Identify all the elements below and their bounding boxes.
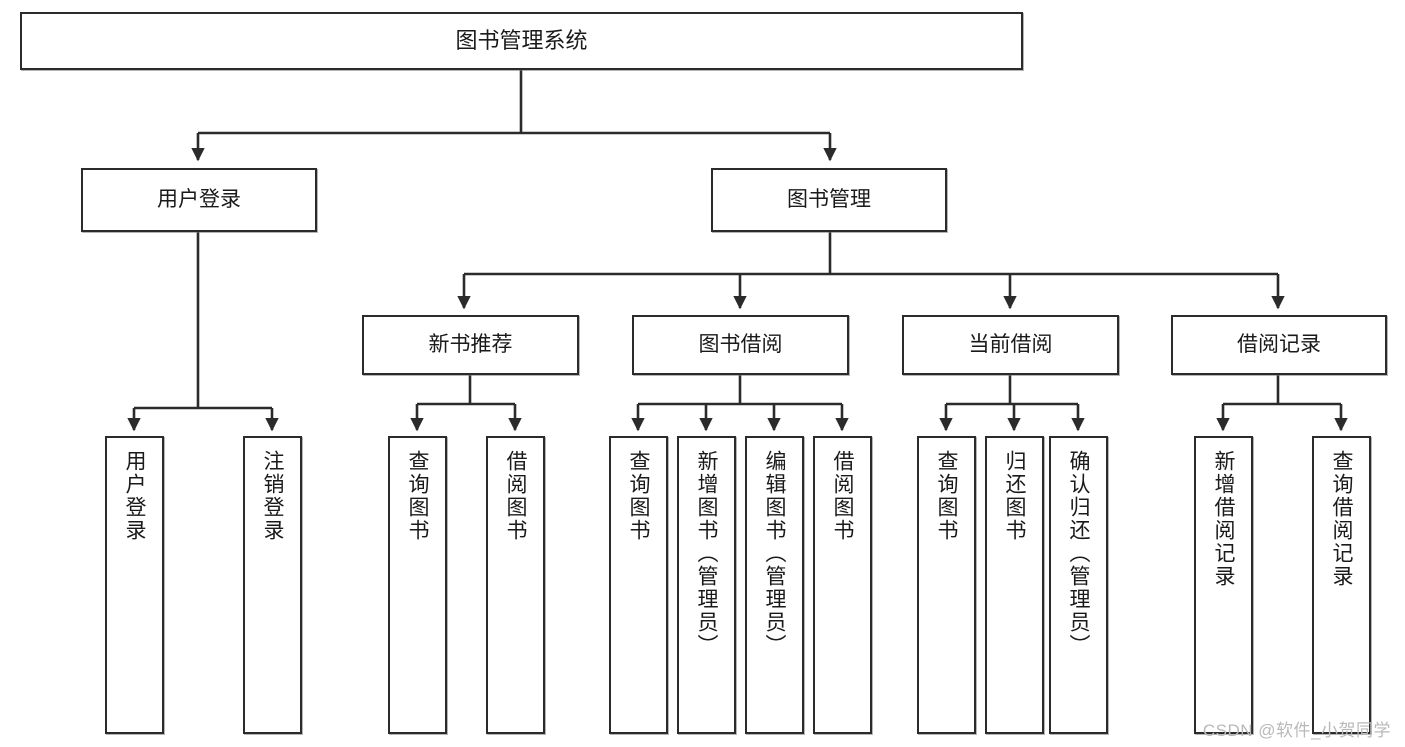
node-leaf-user-login[interactable]: 用户登录 [105,436,164,734]
node-leaf-query-book-3[interactable]: 查询图书 [917,436,976,734]
node-label: 当前借阅 [968,333,1053,357]
node-label: 新增借阅记录 [1212,450,1235,588]
node-leaf-borrow-book-1[interactable]: 借阅图书 [486,436,545,734]
node-leaf-query-book-1[interactable]: 查询图书 [388,436,447,734]
node-label: 查询借阅记录 [1330,450,1353,588]
node-label: 查询图书 [627,450,650,542]
node-label: 图书管理系统 [455,27,588,53]
node-label: 归还图书 [1003,450,1026,542]
node-label: 确认归还（管理员） [1067,450,1090,657]
node-leaf-borrow-book-2[interactable]: 借阅图书 [813,436,872,734]
node-leaf-add-book[interactable]: 新增图书（管理员） [677,436,736,734]
node-label: 借阅图书 [504,450,527,542]
node-label: 借阅图书 [831,450,854,542]
node-label: 新增图书（管理员） [695,450,718,657]
node-leaf-return-book[interactable]: 归还图书 [985,436,1044,734]
node-new-book-recommend[interactable]: 新书推荐 [362,315,579,375]
node-leaf-confirm-return[interactable]: 确认归还（管理员） [1049,436,1108,734]
node-label: 查询图书 [406,450,429,542]
node-label: 用户登录 [123,450,146,542]
node-current-borrow[interactable]: 当前借阅 [902,315,1119,375]
node-label: 新书推荐 [428,333,513,357]
node-leaf-query-record[interactable]: 查询借阅记录 [1312,436,1371,734]
node-root-system[interactable]: 图书管理系统 [20,12,1023,70]
node-label: 注销登录 [261,450,284,542]
node-label: 用户登录 [157,188,241,212]
node-leaf-edit-book[interactable]: 编辑图书（管理员） [745,436,804,734]
node-leaf-logout[interactable]: 注销登录 [243,436,302,734]
node-borrow-record[interactable]: 借阅记录 [1171,315,1387,375]
node-label: 图书管理 [787,188,871,212]
node-label: 图书借阅 [698,333,783,357]
node-label: 借阅记录 [1237,333,1321,357]
node-book-borrow[interactable]: 图书借阅 [632,315,849,375]
node-user-login[interactable]: 用户登录 [81,168,317,232]
node-label: 编辑图书（管理员） [763,450,786,657]
node-label: 查询图书 [935,450,958,542]
watermark-text: CSDN @软件_小贺同学 [1202,721,1391,740]
node-book-manage[interactable]: 图书管理 [711,168,947,232]
node-leaf-query-book-2[interactable]: 查询图书 [609,436,668,734]
node-leaf-add-record[interactable]: 新增借阅记录 [1194,436,1253,734]
